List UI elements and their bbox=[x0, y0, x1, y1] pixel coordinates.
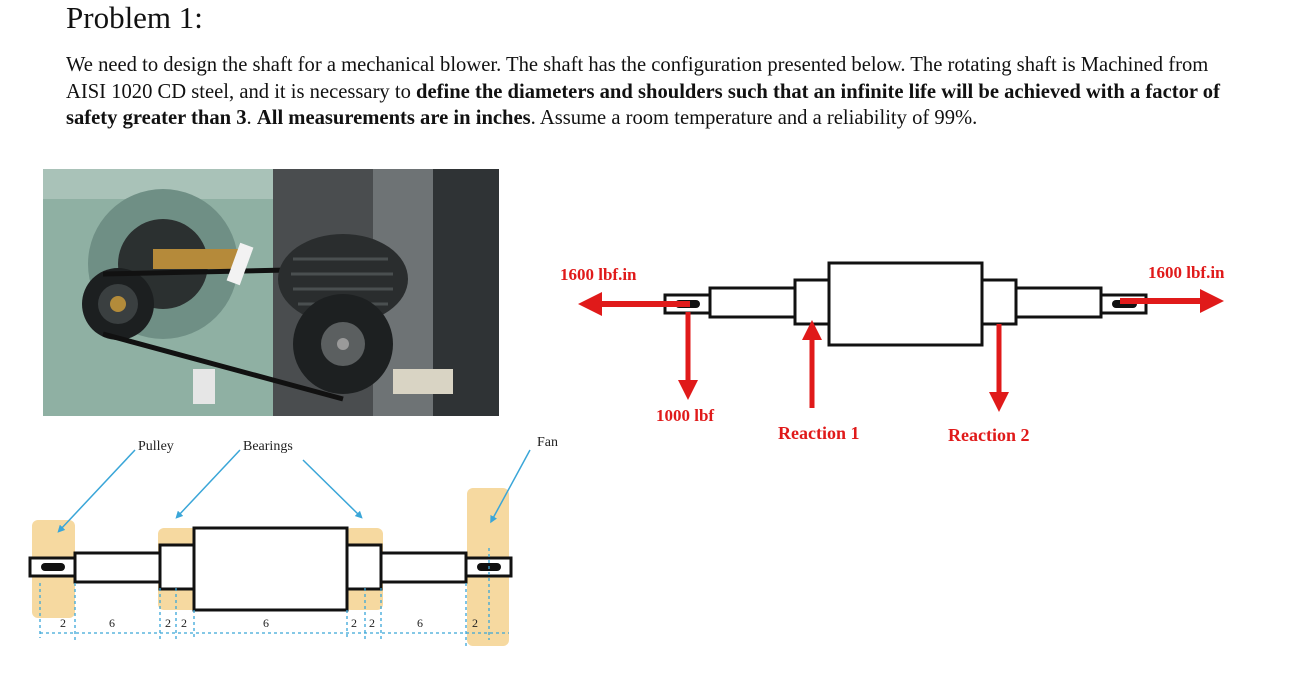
statement-bold-2: All measurements are in inches bbox=[256, 107, 531, 129]
problem-title: Problem 1: bbox=[66, 0, 203, 35]
dim-8: 6 bbox=[417, 616, 423, 630]
shaft-dimension-diagram: 2 6 2 2 6 2 2 6 2 Pulley Bearings Fan bbox=[28, 435, 558, 646]
statement-text-3: . Assume a room temperature and a reliab… bbox=[530, 107, 978, 129]
shaft-body bbox=[28, 526, 513, 612]
dim-7: 2 bbox=[369, 616, 375, 630]
bearings-label: Bearings bbox=[243, 439, 293, 454]
reaction2-label: Reaction 2 bbox=[948, 425, 1029, 445]
fbd-shaft bbox=[663, 261, 1148, 347]
fan-pointer bbox=[490, 449, 531, 524]
torque-left-label: 1600 lbf.in bbox=[560, 265, 637, 284]
torque-right-label: 1600 lbf.in bbox=[1148, 263, 1225, 282]
bearing-pointer-left bbox=[175, 449, 241, 519]
pulley-pointer bbox=[57, 449, 136, 533]
statement-text-1: We need to design the shaft for a mechan… bbox=[66, 54, 1209, 103]
reaction1-label: Reaction 1 bbox=[778, 423, 859, 443]
statement-text-2: . bbox=[246, 107, 257, 129]
dim-4: 2 bbox=[181, 616, 187, 630]
free-body-diagram: 1600 lbf.in 1600 lbf.in 1000 lbf Reactio… bbox=[560, 261, 1225, 445]
bearing-pointer-right bbox=[302, 459, 363, 519]
dim-1: 2 bbox=[60, 616, 66, 630]
blower-photo bbox=[43, 169, 499, 416]
problem-statement: We need to design the shaft for a mechan… bbox=[66, 52, 1246, 132]
pulley-label: Pulley bbox=[138, 439, 174, 454]
force-label: 1000 lbf bbox=[656, 406, 714, 425]
dim-5: 6 bbox=[263, 616, 269, 630]
statement-bold-1: define the diameters and shoulders such … bbox=[66, 80, 1220, 130]
dim-2: 6 bbox=[109, 616, 115, 630]
dim-9: 2 bbox=[472, 616, 478, 630]
dim-6: 2 bbox=[351, 616, 357, 630]
dim-3: 2 bbox=[165, 616, 171, 630]
fan-label: Fan bbox=[537, 435, 558, 450]
